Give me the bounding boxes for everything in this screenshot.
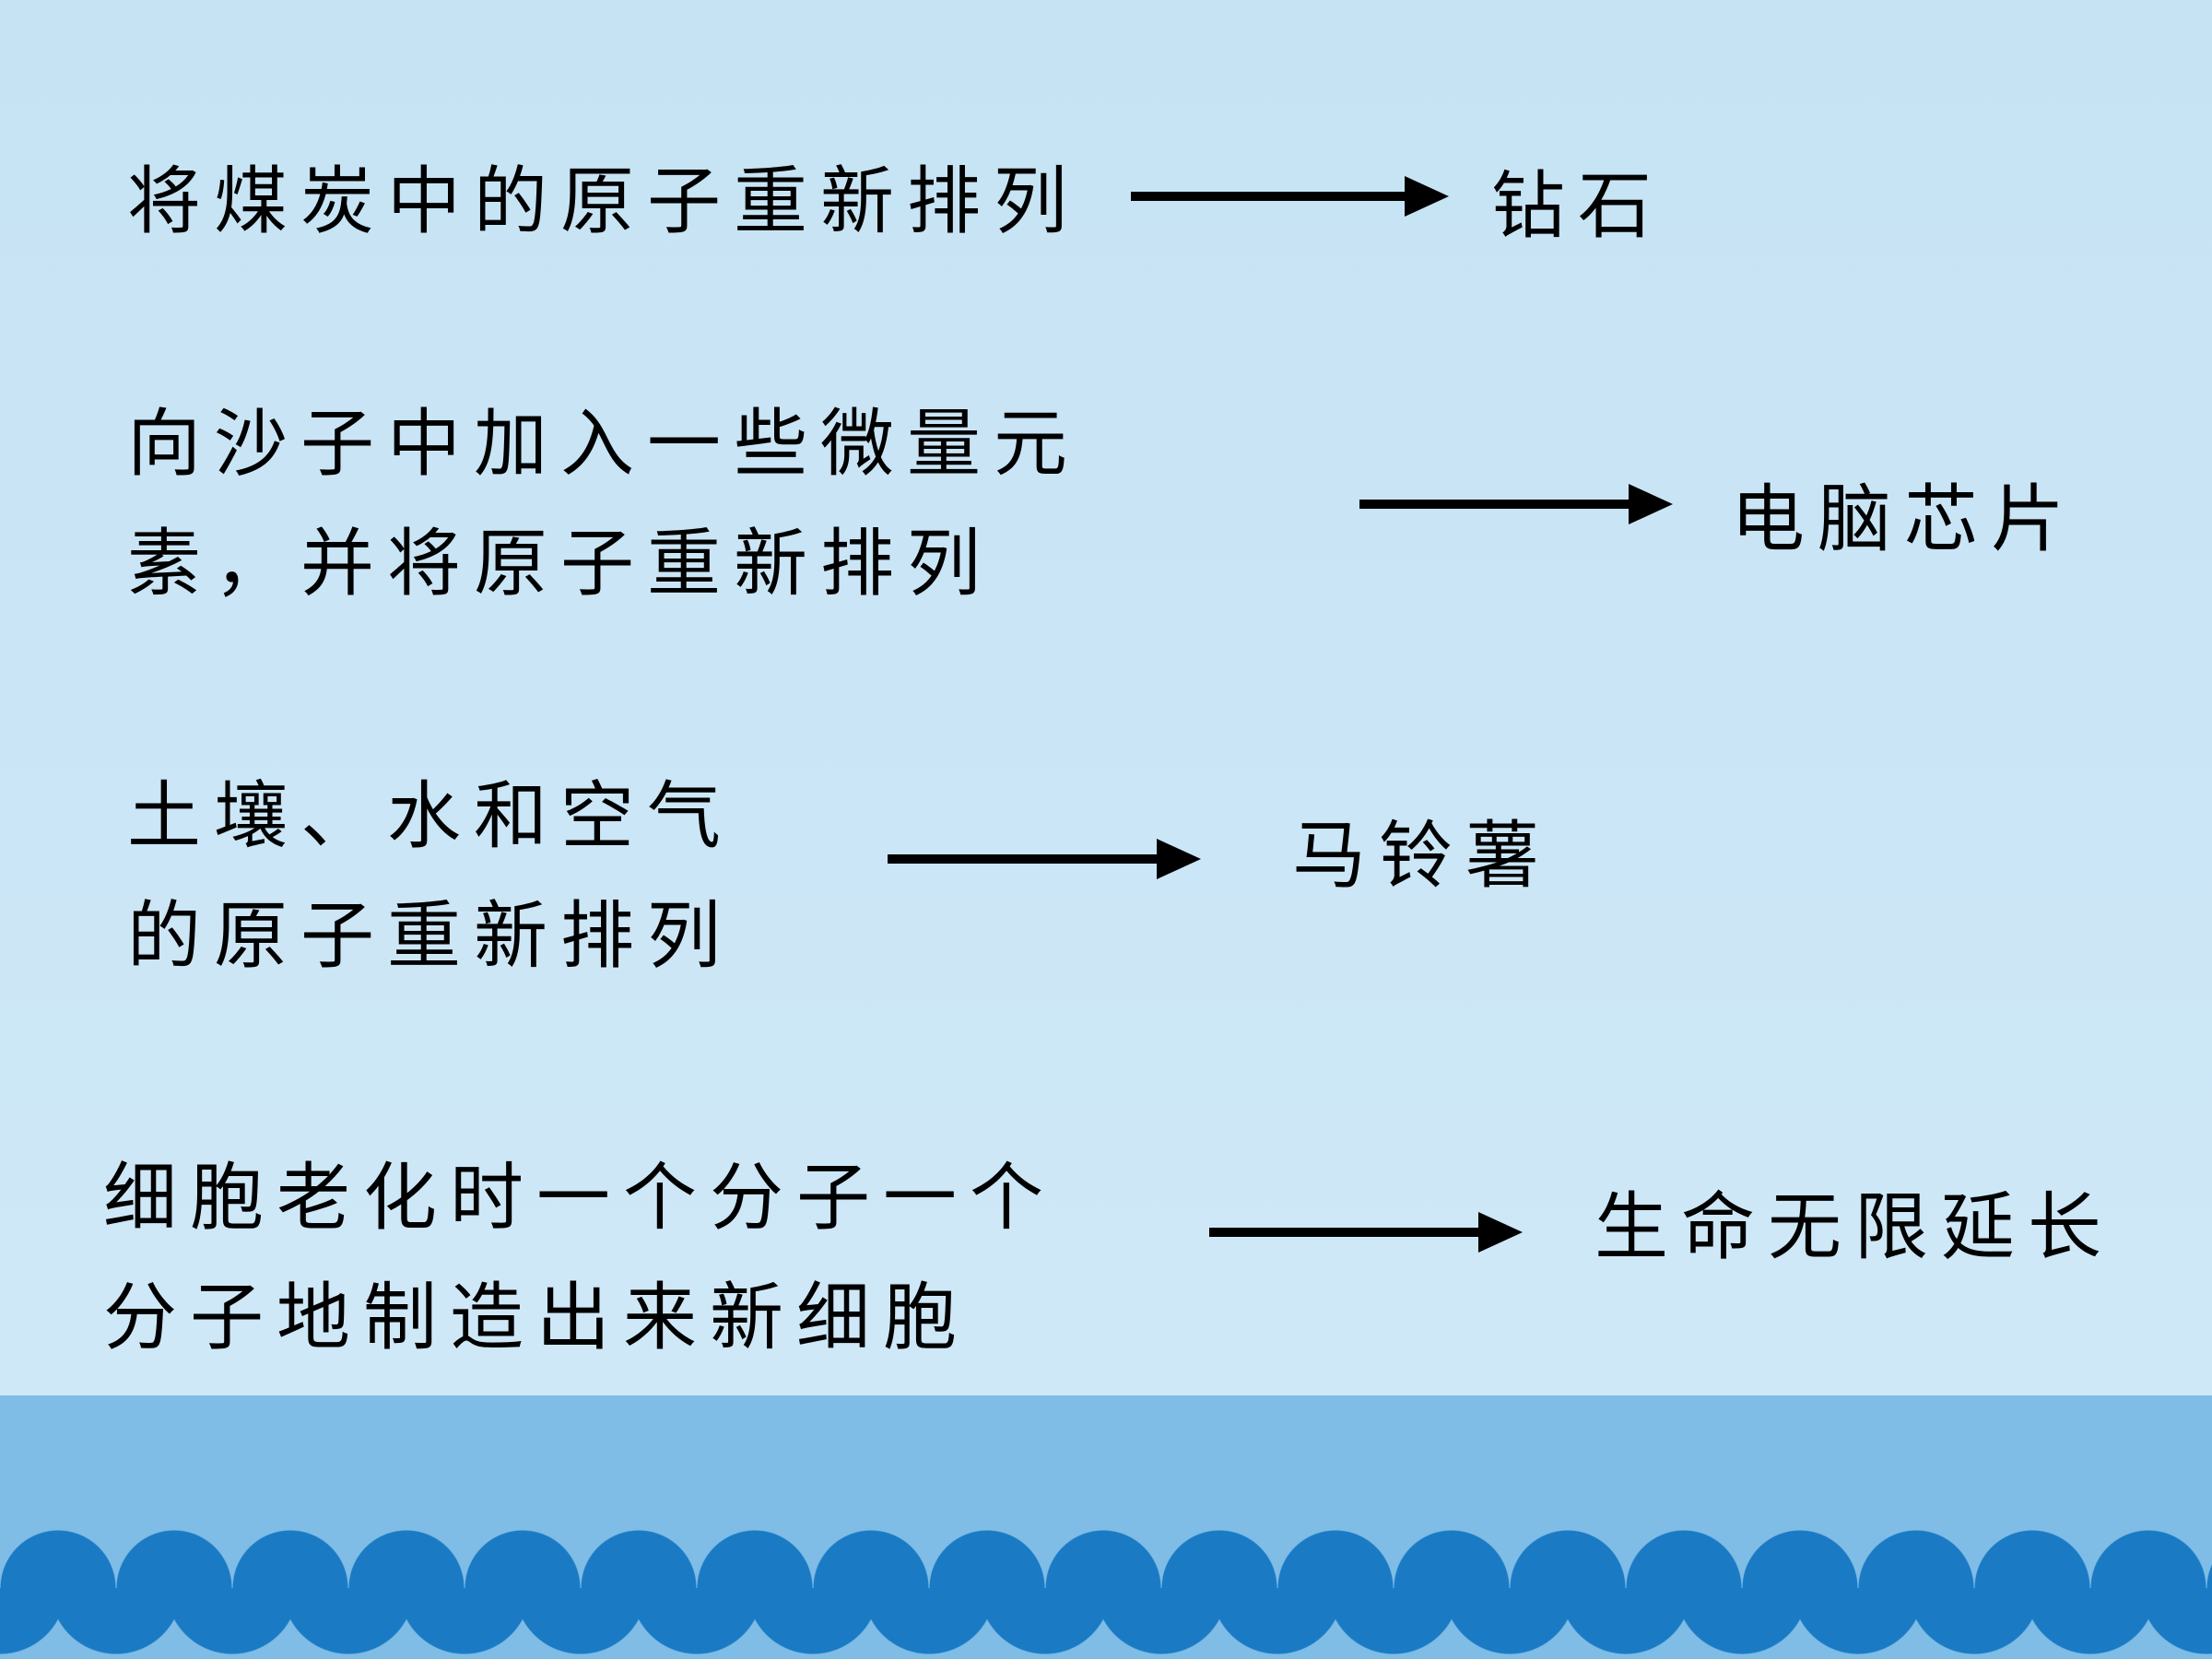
row-1-right-arrow-icon xyxy=(1131,176,1449,217)
row-4-right-arrow-icon xyxy=(1209,1212,1523,1253)
row-1-source-text: 将煤炭中的原子重新排列 xyxy=(127,162,1080,243)
row-3-right-arrow-icon xyxy=(888,839,1201,879)
row-1-result-text: 钻石 xyxy=(1491,167,1665,248)
arrow-head xyxy=(1157,839,1201,879)
row-2-source-text: 向沙子中加入一些微量元 素，并将原子重新排列 xyxy=(127,405,1080,606)
row-2-right-arrow-icon xyxy=(1359,484,1673,524)
arrow-shaft xyxy=(1131,192,1410,201)
wave-scallops-top xyxy=(0,1529,2212,1588)
row-4-source-text: 细胞老化时一个分子一个 分子地制造出来新细胞 xyxy=(103,1159,1056,1359)
row-4-result-text: 生命无限延长 xyxy=(1594,1188,2114,1269)
row-3-result-text: 马铃薯 xyxy=(1292,817,1552,898)
wave-scallops-bottom xyxy=(0,1588,2212,1659)
arrow-head xyxy=(1405,176,1449,217)
row-3-source-text: 土壤、水和空气 的原子重新排列 xyxy=(127,777,734,978)
row-2-result-text: 电脑芯片 xyxy=(1731,480,2077,561)
arrow-shaft xyxy=(1209,1228,1484,1237)
arrow-shaft xyxy=(1359,500,1634,509)
arrow-head xyxy=(1478,1212,1523,1253)
arrow-head xyxy=(1629,484,1673,524)
footer-wave-band xyxy=(0,1395,2212,1659)
arrow-shaft xyxy=(888,854,1162,864)
